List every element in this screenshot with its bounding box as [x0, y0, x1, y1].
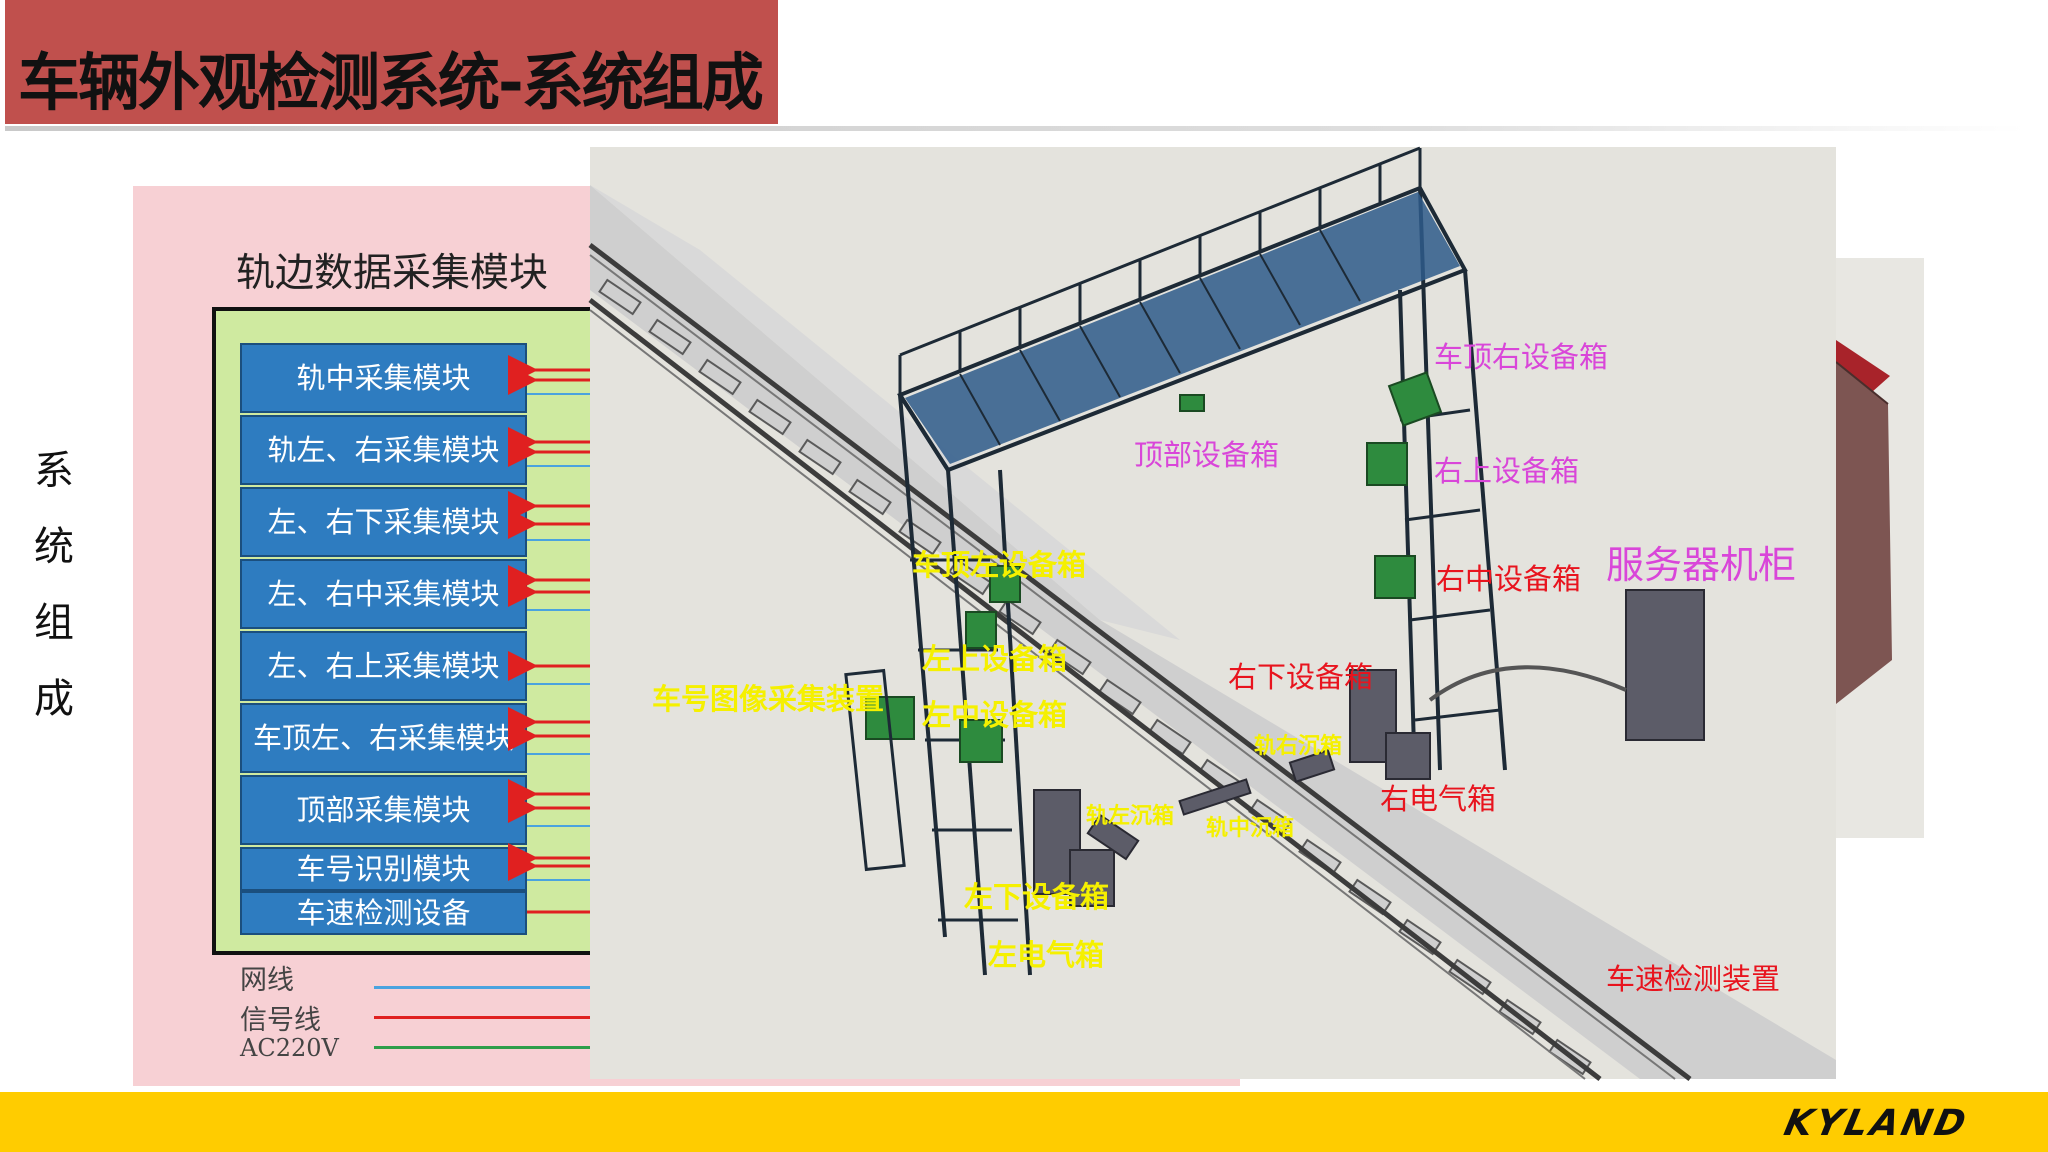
label-rail-left-pit: 轨左沉箱	[1086, 803, 1175, 829]
title-divider	[5, 126, 2025, 131]
label-right-electric-box: 右电气箱	[1380, 782, 1497, 816]
label-rail-middle-pit: 轨中沉箱	[1206, 815, 1295, 841]
label-right-middle-box: 右中设备箱	[1436, 562, 1582, 596]
legend-label-signal: 信号线	[240, 1005, 321, 1036]
module-rail-center: 轨中采集模块	[240, 343, 527, 413]
module-top: 顶部采集模块	[240, 775, 527, 845]
label-rail-right-pit: 轨右沉箱	[1254, 733, 1343, 759]
label-top-box: 顶部设备箱	[1134, 438, 1280, 472]
side-label-char: 成	[34, 676, 74, 722]
module-middle-left-right: 左、右中采集模块	[240, 559, 527, 629]
label-left-middle-box: 左中设备箱	[922, 698, 1068, 732]
footer-bar	[0, 1092, 2048, 1152]
legend-line-signal	[374, 1016, 604, 1019]
label-left-upper-box: 左上设备箱	[922, 642, 1068, 676]
label-right-upper-box: 右上设备箱	[1434, 454, 1580, 488]
side-label-char: 组	[34, 600, 74, 646]
label-roof-left-box: 车顶左设备箱	[912, 548, 1087, 582]
module-upper-left-right: 左、右上采集模块	[240, 631, 527, 701]
page-title: 车辆外观检测系统-系统组成	[18, 46, 764, 119]
label-left-lower-box: 左下设备箱	[964, 880, 1110, 914]
label-speed-device: 车速检测装置	[1606, 962, 1781, 996]
side-label-char: 统	[34, 524, 74, 570]
label-right-lower-box: 右下设备箱	[1228, 660, 1374, 694]
side-label-char: 系	[34, 448, 74, 494]
legend-line-power	[374, 1046, 604, 1049]
legend-label-network: 网线	[240, 965, 294, 996]
legend-label-power: AC220V	[240, 1034, 339, 1062]
label-left-electric-box: 左电气箱	[988, 938, 1105, 972]
module-roof-left-right: 车顶左、右采集模块	[240, 703, 527, 773]
module-rail-left-right: 轨左、右采集模块	[240, 415, 527, 485]
kyland-logo: KYLAND	[1780, 1103, 1973, 1144]
module-speed: 车速检测设备	[240, 891, 527, 935]
label-roof-right-box: 车顶右设备箱	[1434, 340, 1609, 374]
title-bar	[5, 0, 778, 124]
label-car-number-device: 车号图像采集装置	[652, 682, 885, 716]
label-server-cabinet: 服务器机柜	[1606, 543, 1797, 587]
panel-title: 轨边数据采集模块	[236, 251, 549, 296]
legend-line-network	[374, 986, 604, 989]
